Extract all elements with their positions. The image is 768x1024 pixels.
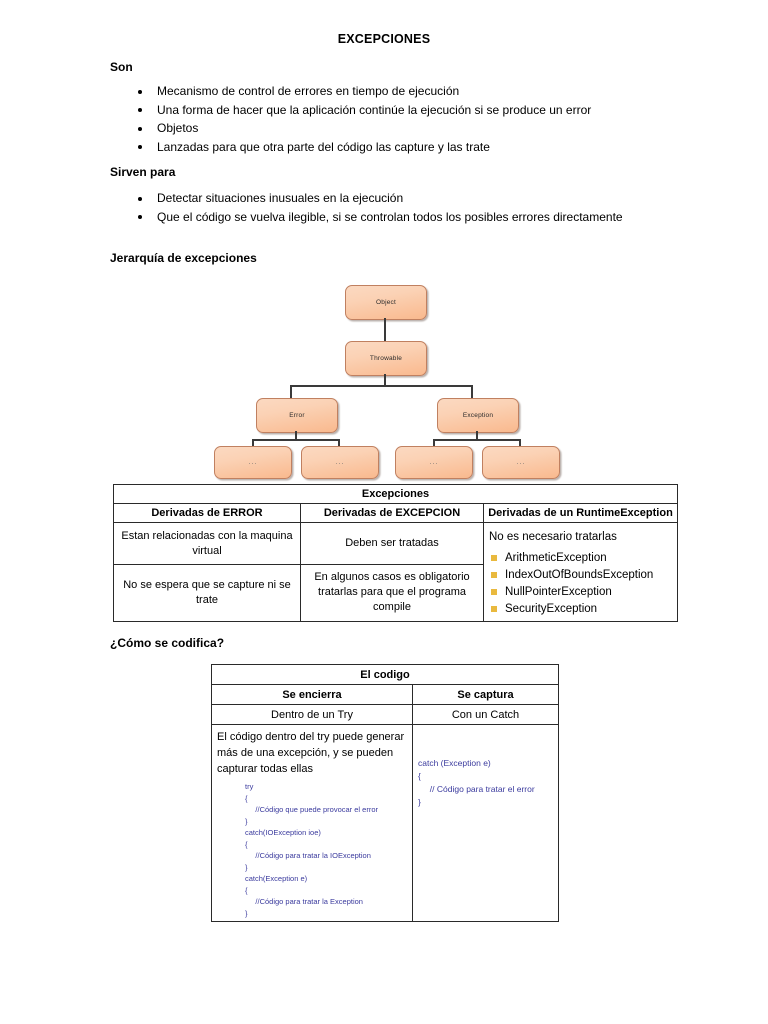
list-item: ArithmeticException [489, 550, 672, 567]
list-item: NullPointerException [489, 584, 672, 601]
table-exceptions-header-3: Derivadas de un RuntimeException [483, 503, 678, 523]
list-item-label: Una forma de hacer que la aplicación con… [157, 102, 592, 117]
table-exceptions-cell-r1c2: Deben ser tratadas [300, 521, 484, 566]
connector-error-span [252, 439, 339, 441]
table-codigo-subheader-1: Dentro de un Try [211, 704, 413, 725]
table-row: Excepciones [113, 484, 678, 504]
diagram-node-leaf-2: ... [301, 446, 379, 479]
connector-exception-leaf3 [433, 439, 435, 447]
square-bullet-icon [491, 571, 497, 578]
list-item-label: Mecanismo de control de errores en tiemp… [157, 84, 460, 98]
diagram-node-throwable: Throwable [345, 341, 427, 376]
table-row: Estan relacionadas con la maquina virtua… [113, 521, 678, 622]
square-bullet-icon [491, 554, 497, 561]
bullet-dot-icon [138, 89, 142, 94]
connector-exception-leaf4 [519, 439, 521, 447]
bullet-dot-icon [138, 126, 142, 131]
square-bullet-icon [491, 588, 497, 595]
list-item-label: IndexOutOfBoundsException [505, 568, 654, 581]
table-codigo-header-1: Se encierra [211, 684, 413, 705]
table-exceptions: Excepciones Derivadas de ERROR Derivadas… [113, 484, 678, 622]
list-sirven-para: Detectar situaciones inusuales en la eje… [110, 190, 670, 227]
connector-to-exception [471, 385, 473, 398]
connector-exception-down [476, 431, 478, 440]
catch-code-block: catch (Exception e) { // Código para tra… [418, 758, 535, 807]
list-item-label: Detectar situaciones inusuales en la eje… [157, 191, 404, 205]
diagram-node-error: Error [256, 398, 338, 433]
table-exceptions-header-1: Derivadas de ERROR [113, 503, 301, 523]
list-item: Que el código se vuelva ilegible, si se … [110, 209, 670, 227]
connector-exception-span [433, 439, 520, 441]
bullet-dot-icon [138, 215, 142, 219]
table-row: Dentro de un Try Con un Catch [211, 704, 559, 725]
list-item: Objetos [110, 120, 670, 138]
diagram-node-exception: Exception [437, 398, 519, 433]
exception-hierarchy-diagram: Object Throwable Error Exception ... ...… [200, 275, 580, 479]
diagram-node-leaf-1: ... [214, 446, 292, 479]
connector-error-down [295, 431, 297, 440]
bullet-dot-icon [138, 196, 142, 201]
diagram-node-leaf-3: ... [395, 446, 473, 479]
table-row: Derivadas de ERROR Derivadas de EXCEPCIO… [113, 503, 678, 523]
heading-como-se-codifica: ¿Cómo se codifica? [110, 636, 225, 650]
runtime-exception-list: ArithmeticException IndexOutOfBoundsExce… [489, 550, 672, 618]
connector-error-leaf2 [338, 439, 340, 447]
square-bullet-icon [491, 605, 497, 612]
list-son: Mecanismo de control de errores en tiemp… [110, 83, 670, 157]
table-exceptions-cell-runtime: No es necesario tratarlas ArithmeticExce… [483, 522, 678, 622]
table-exceptions-title: Excepciones [113, 484, 678, 504]
list-item-label: Que el código se vuelva ilegible, si se … [157, 209, 623, 224]
connector-throwable-span [290, 385, 472, 387]
list-item-label: NullPointerException [505, 585, 612, 598]
list-item: Detectar situaciones inusuales en la eje… [110, 190, 670, 208]
list-item: Lanzadas para que otra parte del código … [110, 139, 670, 157]
list-item-label: Objetos [157, 121, 199, 135]
page-title: EXCEPCIONES [337, 32, 431, 46]
table-exceptions-cell-r2c1: No se espera que se capture ni se trate [113, 564, 301, 622]
bullet-dot-icon [138, 108, 142, 112]
table-codigo-catch-cell: catch (Exception e) { // Código para tra… [412, 724, 559, 922]
list-item: Mecanismo de control de errores en tiemp… [110, 83, 670, 101]
heading-sirven-para: Sirven para [110, 165, 176, 179]
diagram-node-leaf-4: ... [482, 446, 560, 479]
table-exceptions-cell-r2c2: En algunos casos es obligatorio tratarla… [300, 564, 484, 622]
table-codigo-try-cell: El código dentro del try puede generar m… [211, 724, 413, 922]
try-description: El código dentro del try puede generar m… [217, 731, 405, 775]
table-exceptions-header-2: Derivadas de EXCEPCION [300, 503, 484, 523]
table-row: No se espera que se capture ni se trate … [113, 564, 678, 622]
list-item-label: ArithmeticException [505, 551, 607, 564]
table-codigo-title: El codigo [211, 664, 559, 685]
connector-to-error [290, 385, 292, 398]
table-codigo-subheader-2: Con un Catch [412, 704, 559, 725]
connector-error-leaf1 [252, 439, 254, 447]
table-codigo-header-2: Se captura [412, 684, 559, 705]
diagram-node-object: Object [345, 285, 427, 320]
table-exceptions-cell-r1c1: Estan relacionadas con la maquina virtua… [113, 521, 301, 566]
list-item-label: SecurityException [505, 602, 598, 615]
table-row: Se encierra Se captura [211, 684, 559, 705]
list-item: Una forma de hacer que la aplicación con… [110, 102, 670, 120]
heading-jerarquia: Jerarquía de excepciones [110, 251, 257, 265]
table-row: El codigo [211, 664, 559, 685]
table-row: El código dentro del try puede generar m… [211, 724, 559, 922]
list-item: IndexOutOfBoundsException [489, 567, 672, 584]
table-codigo: El codigo Se encierra Se captura Dentro … [211, 664, 559, 922]
connector-object-throwable [384, 318, 386, 341]
connector-throwable-down [384, 374, 386, 386]
list-item: SecurityException [489, 601, 672, 618]
list-item-label: Lanzadas para que otra parte del código … [157, 139, 490, 154]
try-code-block: try { //Código que puede provocar el err… [245, 782, 378, 918]
bullet-dot-icon [138, 145, 142, 149]
heading-son: Son [110, 60, 133, 74]
runtime-lead-text: No es necesario tratarlas [489, 531, 617, 543]
